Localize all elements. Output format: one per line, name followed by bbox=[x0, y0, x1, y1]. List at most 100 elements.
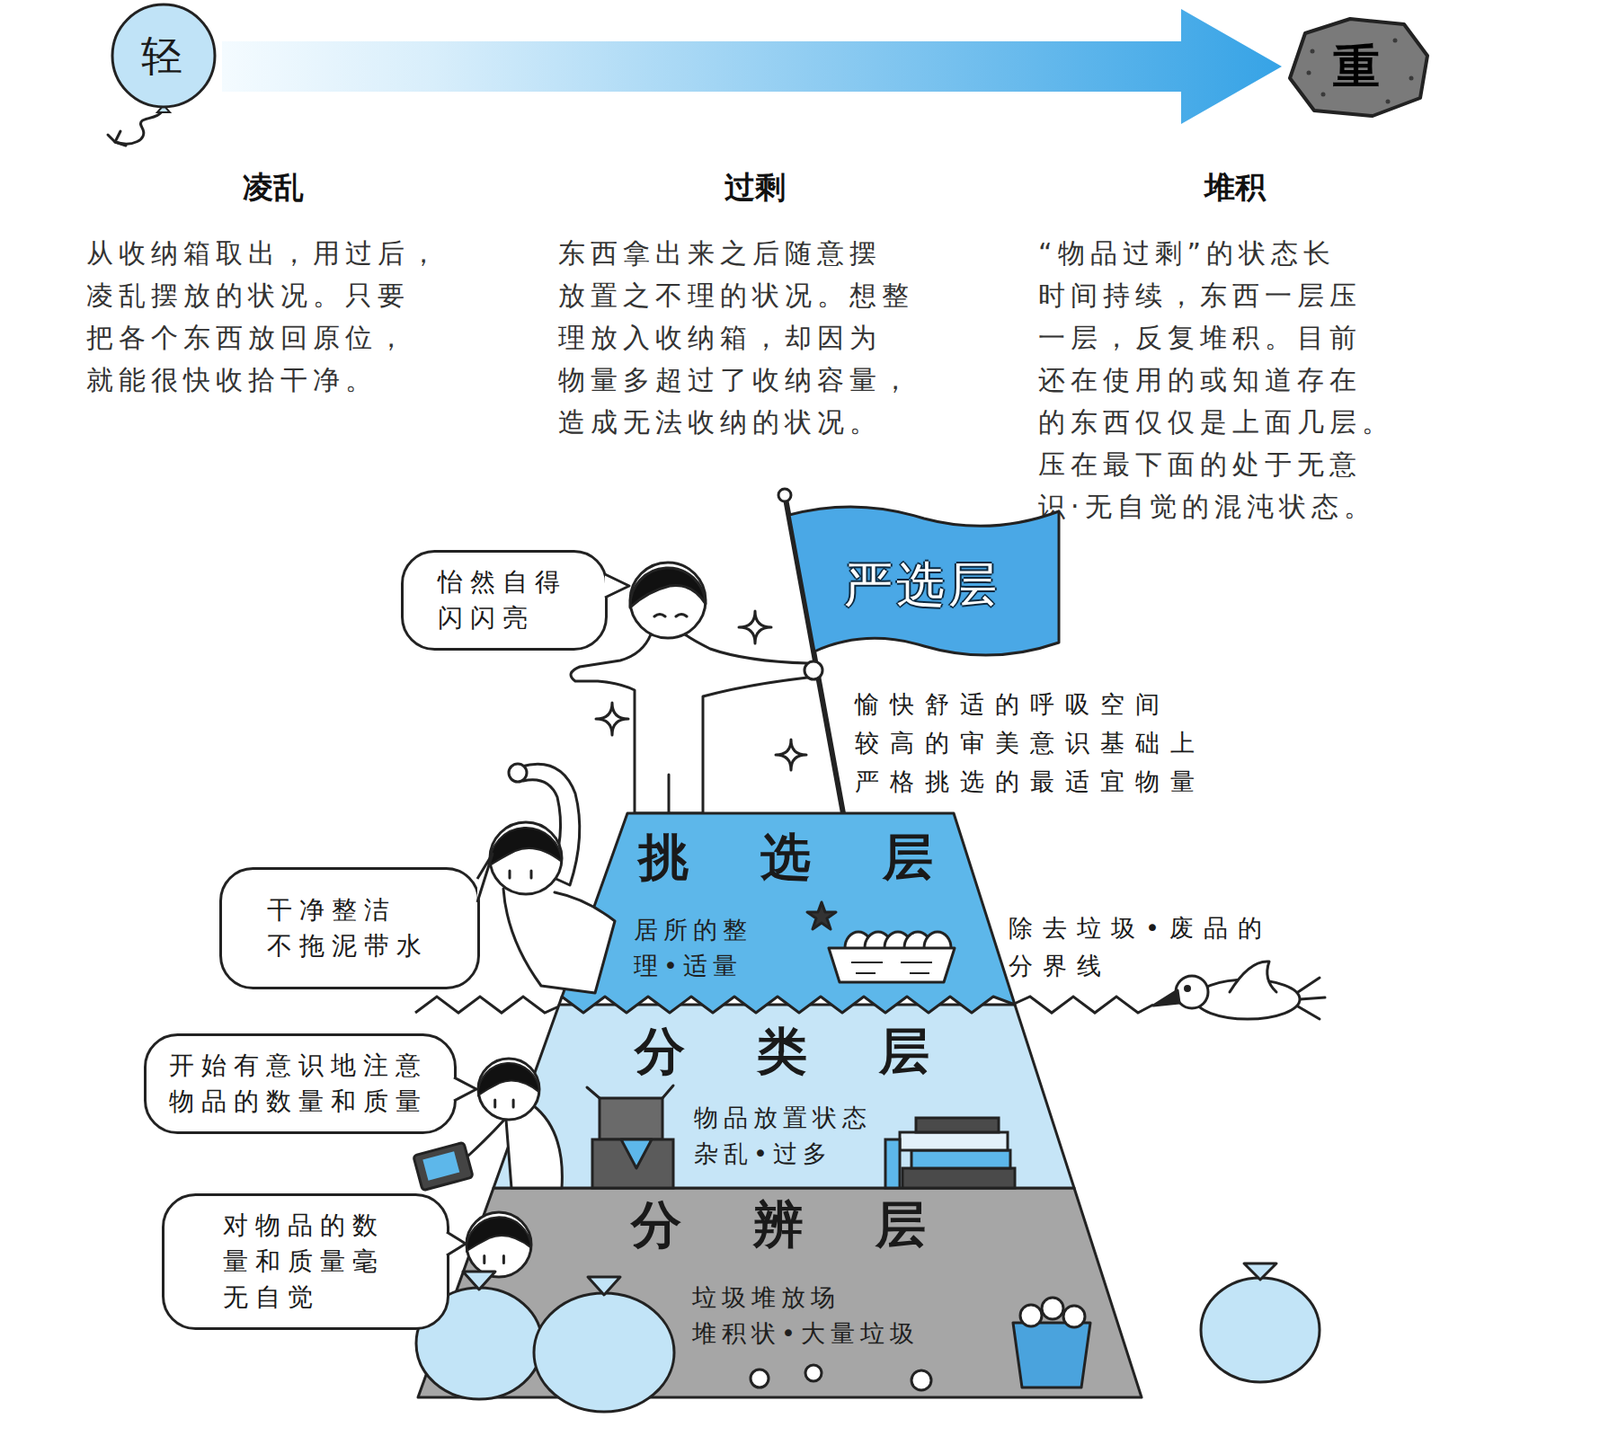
sparkle bbox=[595, 702, 629, 736]
stone-speckle bbox=[1321, 92, 1326, 98]
box bbox=[599, 1098, 663, 1140]
column-heading: 堆积 bbox=[1204, 167, 1270, 207]
bird bbox=[1153, 961, 1325, 1020]
bubble-text: 干净整洁 不拖泥带水 bbox=[266, 892, 433, 965]
person-legs bbox=[667, 774, 671, 814]
light-balloon: 轻 bbox=[110, 2, 217, 109]
column-text: “物品过剩”的状态长 时间持续，东西一层压 一层，反复堆积。目前 还在使用的或知… bbox=[1038, 231, 1398, 528]
node-shape bbox=[219, 867, 480, 990]
bubble-tail bbox=[604, 574, 630, 598]
bubble-text: 怡然自得 闪闪亮 bbox=[437, 564, 571, 637]
stone-speckle bbox=[1386, 99, 1391, 105]
person-hair bbox=[489, 827, 562, 866]
balloon-string bbox=[107, 108, 164, 146]
bubble-tail bbox=[453, 1077, 477, 1102]
paper-ball bbox=[750, 1369, 769, 1388]
top-flag: 严选层 bbox=[789, 507, 1059, 663]
column-text-wrap: 从收纳箱取出，用过后， 凌乱摆放的状况。只要 把各个东西放回原位， 就能很快收拾… bbox=[86, 231, 446, 401]
bird-eye bbox=[1185, 986, 1191, 992]
layer-band: 挑选层居所的整 理•适量 bbox=[559, 813, 1015, 1005]
bubble-outline bbox=[163, 1195, 449, 1330]
book bbox=[902, 1168, 1015, 1189]
column-text-wrap: “物品过剩”的状态长 时间持续，东西一层压 一层，反复堆积。目前 还在使用的或知… bbox=[1038, 231, 1398, 528]
bag-knot bbox=[587, 1277, 621, 1296]
node-shape bbox=[400, 550, 608, 651]
band-fill bbox=[493, 1004, 1075, 1189]
trash-can bbox=[1013, 1323, 1091, 1388]
bird-tail bbox=[1297, 977, 1325, 1020]
person-hair bbox=[478, 1063, 540, 1096]
speech-bubble: 怡然自得 闪闪亮 bbox=[400, 550, 608, 651]
layer-band: 分辨层垃圾堆放场 堆积状•大量垃圾 bbox=[417, 1188, 1142, 1398]
stone-outline bbox=[1289, 18, 1428, 116]
bird-beak bbox=[1153, 990, 1180, 1006]
person-hand bbox=[804, 661, 823, 680]
person-hand bbox=[508, 764, 527, 783]
layer-note: 愉快舒适的呼吸空间 较高的审美意识基础上 严格挑选的最适宜物量 bbox=[854, 684, 1209, 801]
column-heading-wrap: 堆积 bbox=[1204, 167, 1270, 207]
bubble-text: 对物品的数 量和质量毫 无自觉 bbox=[222, 1208, 389, 1316]
person-head bbox=[489, 822, 562, 895]
top-person bbox=[570, 562, 823, 814]
bag-knot bbox=[1244, 1263, 1277, 1280]
node-shape bbox=[143, 1033, 457, 1135]
book bbox=[915, 1118, 999, 1133]
box-flaps bbox=[586, 1085, 674, 1099]
person-head bbox=[630, 562, 706, 639]
person-body bbox=[570, 634, 808, 814]
person-hair bbox=[630, 568, 706, 608]
column-heading: 凌乱 bbox=[242, 167, 308, 207]
speech-bubble: 干净整洁 不拖泥带水 bbox=[219, 867, 480, 990]
band-text-wrap: 物品放置状态 杂乱•过多 bbox=[693, 1100, 876, 1173]
phone-body bbox=[413, 1142, 473, 1192]
speech-bubble: 开始有意识地注意 物品的数量和质量 bbox=[143, 1033, 457, 1135]
band-fill bbox=[559, 813, 1015, 1014]
person-body bbox=[503, 888, 615, 994]
column-text: 东西拿出来之后随意摆 放置之不理的状况。想整 理放入收纳箱，却因为 物量多超过了… bbox=[558, 231, 918, 444]
layer-title: 分类层 bbox=[634, 1022, 1005, 1081]
layer-title: 挑选层 bbox=[638, 828, 1009, 887]
gradient-arrow bbox=[222, 8, 1282, 125]
column-heading-wrap: 过剩 bbox=[724, 167, 790, 207]
string-end bbox=[115, 131, 126, 146]
layer-text: 居所的整 理•适量 bbox=[633, 912, 756, 985]
sparkle bbox=[738, 611, 772, 644]
layer-title: 分辨层 bbox=[631, 1196, 1002, 1254]
bag-body bbox=[1200, 1278, 1320, 1383]
book bbox=[885, 1139, 900, 1189]
pole-knob bbox=[778, 488, 792, 502]
bubble-tail bbox=[446, 1232, 466, 1256]
person-eyes bbox=[509, 871, 532, 879]
column-text-wrap: 东西拿出来之后随意摆 放置之不理的状况。想整 理放入收纳箱，却因为 物量多超过了… bbox=[558, 231, 918, 444]
bag-knot bbox=[462, 1271, 496, 1290]
bubble-outline bbox=[145, 1035, 456, 1134]
heavy-stone: 重 bbox=[1287, 15, 1430, 118]
paper-ball bbox=[1020, 1305, 1042, 1327]
stone-speckle bbox=[1310, 49, 1316, 54]
sparkles bbox=[595, 611, 807, 771]
book bbox=[899, 1132, 1008, 1151]
phone bbox=[413, 1142, 473, 1192]
person-arm bbox=[468, 1118, 507, 1156]
box-item bbox=[621, 1139, 652, 1169]
bubble-tail bbox=[477, 853, 493, 903]
node-text: 重 bbox=[1333, 35, 1384, 98]
bubble-outline bbox=[221, 869, 480, 989]
stone-speckle bbox=[1409, 76, 1414, 81]
layer-band: 分类层物品放置状态 杂乱•过多 bbox=[493, 1004, 1075, 1189]
band-text-wrap: 垃圾堆放场 堆积状•大量垃圾 bbox=[692, 1280, 924, 1352]
person-hair bbox=[466, 1217, 532, 1252]
plate bbox=[924, 932, 952, 949]
star bbox=[807, 902, 836, 930]
bird-wing bbox=[1229, 961, 1277, 993]
column-heading: 过剩 bbox=[724, 167, 790, 207]
person-eyes bbox=[484, 1256, 505, 1264]
band-text-wrap: 居所的整 理•适量 bbox=[633, 912, 756, 985]
layer-text: 物品放置状态 杂乱•过多 bbox=[693, 1100, 876, 1173]
paper-ball bbox=[1041, 1297, 1064, 1320]
band-heading-wrap: 分辨层 bbox=[417, 1196, 1142, 1254]
basket-lines bbox=[851, 962, 933, 974]
column-heading-wrap: 凌乱 bbox=[242, 167, 308, 207]
boundary-note: 除去垃圾•废品的 分界线 bbox=[1008, 909, 1276, 986]
